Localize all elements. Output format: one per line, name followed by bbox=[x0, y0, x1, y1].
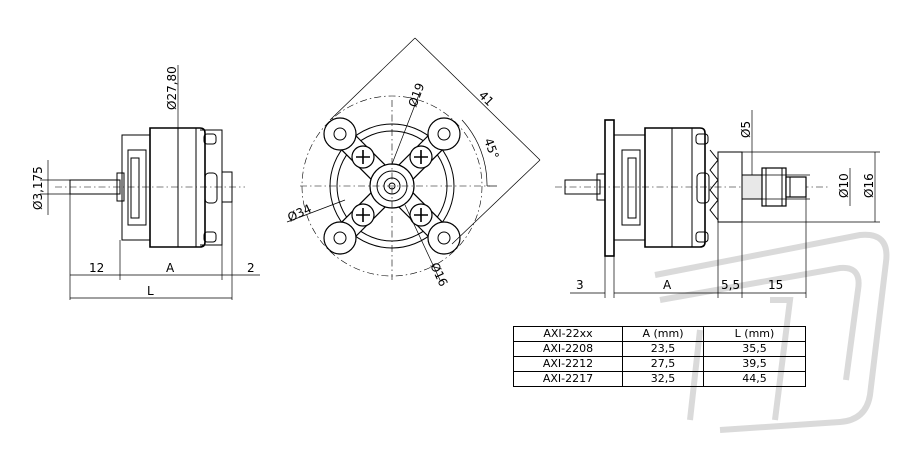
side-view-right: Ø10 Ø16 Ø5 3 A 5,5 15 bbox=[555, 110, 880, 298]
table-header-row: AXI-22xx A (mm) L (mm) bbox=[513, 326, 806, 342]
spec-table: AXI-22xx A (mm) L (mm) AXI-2208 23,5 35,… bbox=[513, 326, 806, 387]
table-header: A (mm) bbox=[622, 326, 704, 342]
table-cell: AXI-2208 bbox=[513, 341, 623, 357]
adapter-diameter-16-label: Ø16 bbox=[862, 173, 876, 198]
table-cell: 39,5 bbox=[703, 356, 806, 372]
table-header: L (mm) bbox=[703, 326, 806, 342]
table-row: AXI-2217 32,5 44,5 bbox=[513, 371, 806, 387]
table-row: AXI-2208 23,5 35,5 bbox=[513, 341, 806, 357]
table-cell: 35,5 bbox=[703, 341, 806, 357]
adapter-diameter-10-label: Ø10 bbox=[837, 173, 851, 198]
total-length-label: L bbox=[147, 284, 154, 298]
rear-gap-label: 2 bbox=[247, 261, 255, 275]
prop-adapter-bore-label: Ø5 bbox=[739, 121, 753, 138]
body-length-a-label: A bbox=[166, 261, 175, 275]
shaft-length-label: 12 bbox=[89, 261, 104, 275]
table-cell: 32,5 bbox=[622, 371, 704, 387]
mount-angle-label: 45° bbox=[481, 136, 501, 161]
side-view-left: Ø27,80 Ø3,175 12 A 2 L bbox=[31, 65, 260, 300]
table-cell: AXI-2212 bbox=[513, 356, 623, 372]
table-header: AXI-22xx bbox=[513, 326, 623, 342]
mount-span-label: 41 bbox=[476, 88, 497, 109]
table-cell: AXI-2217 bbox=[513, 371, 623, 387]
table-cell: 23,5 bbox=[622, 341, 704, 357]
table-cell: 44,5 bbox=[703, 371, 806, 387]
flange-thickness-label: 3 bbox=[576, 278, 584, 292]
table-row: AXI-2212 27,5 39,5 bbox=[513, 356, 806, 372]
front-diameter-label: Ø27,80 bbox=[165, 66, 179, 110]
bolt-circle-label: Ø34 bbox=[285, 202, 313, 225]
shaft-diameter-label: Ø3,175 bbox=[31, 166, 45, 210]
hub-diameter-label: Ø16 bbox=[427, 260, 450, 288]
table-cell: 27,5 bbox=[622, 356, 704, 372]
mount-bore-label: Ø19 bbox=[406, 81, 428, 109]
adapter-length-label: 15 bbox=[768, 278, 783, 292]
side-body-a-label: A bbox=[663, 278, 672, 292]
rear-view-center: 41 45° Ø19 Ø34 Ø16 bbox=[285, 37, 541, 289]
adapter-offset-label: 5,5 bbox=[721, 278, 740, 292]
